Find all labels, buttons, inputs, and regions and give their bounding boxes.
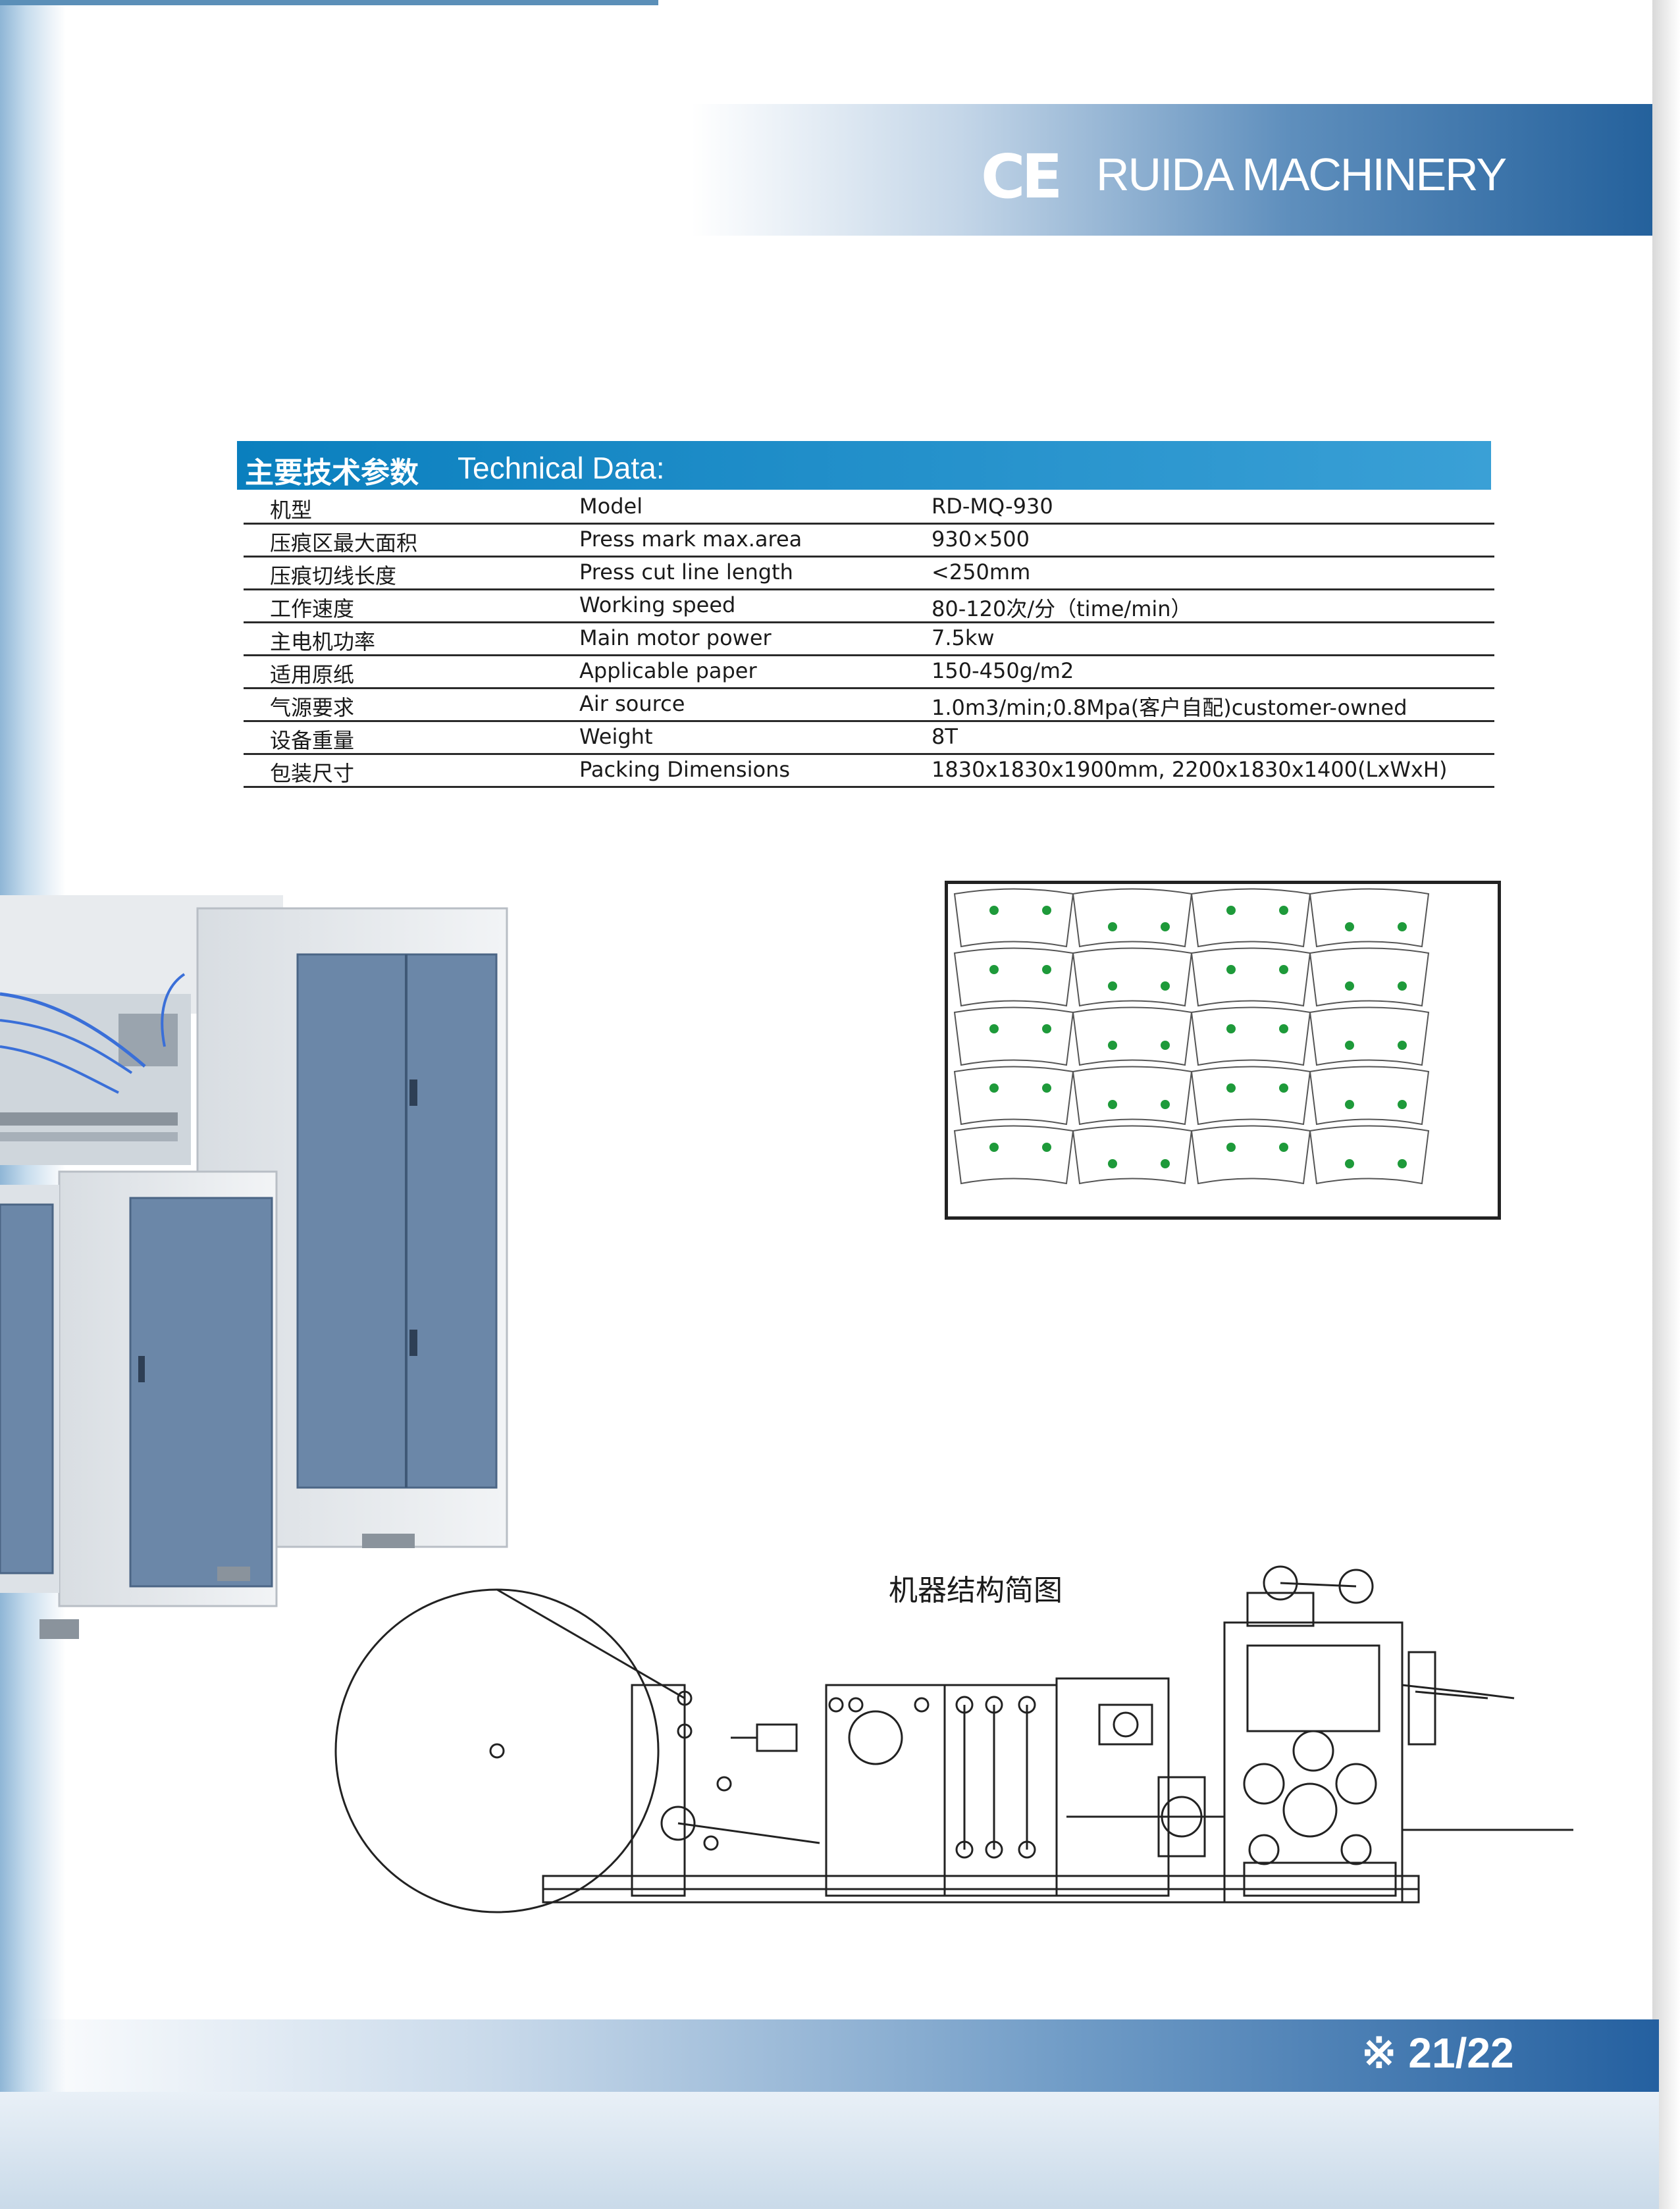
row-label-en: Air source xyxy=(579,691,685,716)
page-number: ※ 21/22 xyxy=(1361,2029,1514,2077)
row-label-cn: 包装尺寸 xyxy=(270,761,355,786)
cup-fan-layout-image xyxy=(945,881,1501,1220)
header-bar xyxy=(691,104,1652,236)
machine-photo xyxy=(0,895,508,1639)
diagram-title: 机器结构简图 xyxy=(889,1574,1063,1607)
row-value: 7.5kw xyxy=(932,625,995,650)
row-label-en: Working speed xyxy=(579,592,736,617)
page-right-edge xyxy=(1652,0,1680,2209)
table-row: 适用原纸 Applicable paper 150-450g/m2 xyxy=(244,654,1494,689)
row-value: RD-MQ-930 xyxy=(932,494,1053,519)
footer-bar xyxy=(0,2019,1659,2092)
table-row: 压痕切线长度 Press cut line length <250mm xyxy=(244,556,1494,590)
row-label-en: Weight xyxy=(579,724,653,749)
row-label-en: Applicable paper xyxy=(579,658,757,683)
row-value: 8T xyxy=(932,724,958,749)
table-row: 包装尺寸 Packing Dimensions 1830x1830x1900mm… xyxy=(244,753,1494,788)
row-label-cn: 压痕切线长度 xyxy=(270,563,397,588)
machine-structure-diagram xyxy=(334,1565,1573,1913)
row-value: <250mm xyxy=(932,559,1031,585)
row-label-cn: 适用原纸 xyxy=(270,662,355,687)
brand-name: RUIDA MACHINERY xyxy=(1096,149,1507,200)
row-label-en: Model xyxy=(579,494,643,519)
table-row: 工作速度 Working speed 80-120次/分（time/min） xyxy=(244,588,1494,623)
bottom-band xyxy=(0,2092,1659,2209)
technical-data-title-cn: 主要技术参数 xyxy=(245,456,419,490)
row-value: 1830x1830x1900mm, 2200x1830x1400(LxWxH) xyxy=(932,757,1448,782)
row-label-cn: 设备重量 xyxy=(270,728,355,753)
row-value: 80-120次/分（time/min） xyxy=(932,596,1192,621)
row-label-en: Packing Dimensions xyxy=(579,757,791,782)
row-value: 930×500 xyxy=(932,527,1030,552)
top-band xyxy=(0,0,658,5)
row-value: 150-450g/m2 xyxy=(932,658,1074,683)
row-label-cn: 气源要求 xyxy=(270,695,355,720)
ce-mark: CE xyxy=(981,142,1063,212)
row-label-cn: 主电机功率 xyxy=(270,629,376,654)
cup-fan-graphic xyxy=(953,888,1430,1185)
technical-data-header xyxy=(237,441,1491,490)
row-label-en: Press mark max.area xyxy=(579,527,802,552)
row-value: 1.0m3/min;0.8Mpa(客户自配)customer-owned xyxy=(932,695,1407,720)
table-row: 机型 Model RD-MQ-930 xyxy=(244,490,1494,525)
table-row: 气源要求 Air source 1.0m3/min;0.8Mpa(客户自配)cu… xyxy=(244,687,1494,722)
table-row: 压痕区最大面积 Press mark max.area 930×500 xyxy=(244,523,1494,558)
row-label-cn: 工作速度 xyxy=(270,596,355,621)
row-label-en: Main motor power xyxy=(579,625,772,650)
row-label-en: Press cut line length xyxy=(579,559,793,585)
table-row: 设备重量 Weight 8T xyxy=(244,720,1494,755)
table-row: 主电机功率 Main motor power 7.5kw xyxy=(244,621,1494,656)
row-label-cn: 压痕区最大面积 xyxy=(270,531,418,556)
row-label-cn: 机型 xyxy=(270,498,313,523)
technical-data-title-en: Technical Data: xyxy=(458,451,665,485)
